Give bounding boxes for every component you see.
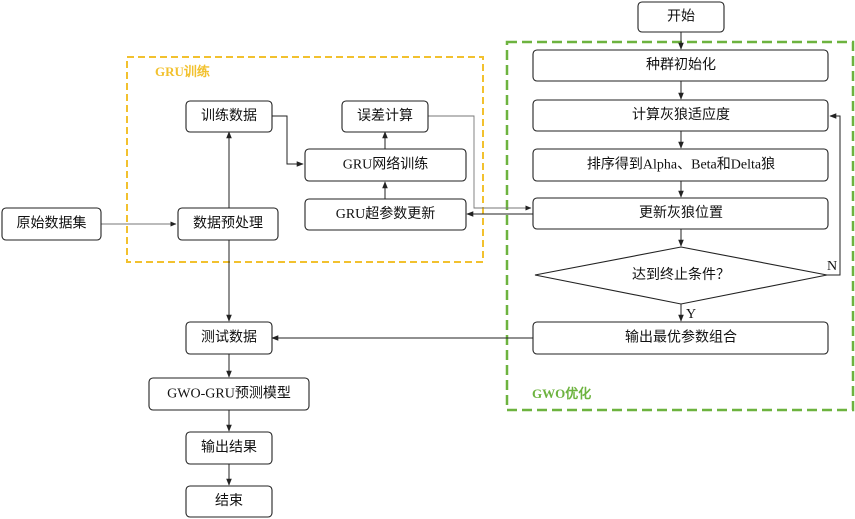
node-gru-train-label: GRU网络训练 — [343, 157, 429, 173]
node-start: 开始 — [637, 1, 725, 33]
branch-yes-label: Y — [686, 307, 696, 322]
node-compute-fitness: 计算灰狼适应度 — [532, 99, 829, 132]
node-start-label: 开始 — [667, 9, 695, 25]
node-gru-hyper-update: GRU超参数更新 — [304, 198, 467, 231]
node-output-best-label: 输出最优参数组合 — [625, 329, 737, 346]
node-update-positions-label: 更新灰狼位置 — [639, 205, 723, 221]
node-output-result: 输出结果 — [185, 431, 273, 465]
node-output-best: 输出最优参数组合 — [532, 321, 829, 355]
edges — [101, 32, 841, 486]
node-output-result-label: 输出结果 — [201, 440, 257, 456]
node-test-data-label: 测试数据 — [201, 330, 257, 346]
edge-stop-fitness-no — [827, 113, 841, 276]
branch-no-label: N — [827, 259, 837, 274]
node-gru-hyper-update-label: GRU超参数更新 — [336, 205, 436, 222]
node-end: 结束 — [185, 485, 273, 518]
node-preprocess: 数据预处理 — [177, 207, 279, 241]
node-init-population: 种群初始化 — [532, 49, 829, 82]
node-sort-wolves-label: 排序得到Alpha、Beta和Delta狼 — [587, 156, 775, 173]
node-gwo-gru-model-label: GWO-GRU预测模型 — [167, 386, 291, 402]
node-sort-wolves: 排序得到Alpha、Beta和Delta狼 — [532, 148, 829, 182]
edge-error-update — [428, 115, 532, 211]
node-raw-dataset: 原始数据集 — [1, 207, 102, 241]
node-stop-condition-label: 达到终止条件？ — [632, 266, 730, 283]
gwo-group-title: GWO优化 — [532, 386, 591, 401]
node-error-calc: 误差计算 — [341, 100, 429, 133]
node-gwo-gru-model: GWO-GRU预测模型 — [148, 377, 310, 411]
node-update-positions: 更新灰狼位置 — [532, 197, 829, 230]
node-gru-train: GRU网络训练 — [304, 148, 467, 182]
gru-group-title: GRU训练 — [155, 64, 210, 79]
node-train-data-label: 训练数据 — [201, 108, 257, 124]
edge-train-grutrain — [272, 115, 304, 167]
node-init-population-label: 种群初始化 — [646, 56, 716, 73]
node-error-calc-label: 误差计算 — [357, 108, 413, 124]
node-stop-condition: 达到终止条件？ — [534, 246, 828, 305]
node-end-label: 结束 — [215, 493, 243, 509]
node-raw-dataset-label: 原始数据集 — [17, 215, 87, 232]
node-train-data: 训练数据 — [185, 100, 273, 133]
node-preprocess-label: 数据预处理 — [193, 216, 263, 232]
gwo-optimization-group: GWO优化 — [505, 40, 855, 412]
node-test-data: 测试数据 — [185, 321, 273, 355]
gru-training-group: GRU训练 — [126, 56, 484, 263]
node-compute-fitness-label: 计算灰狼适应度 — [632, 106, 730, 123]
